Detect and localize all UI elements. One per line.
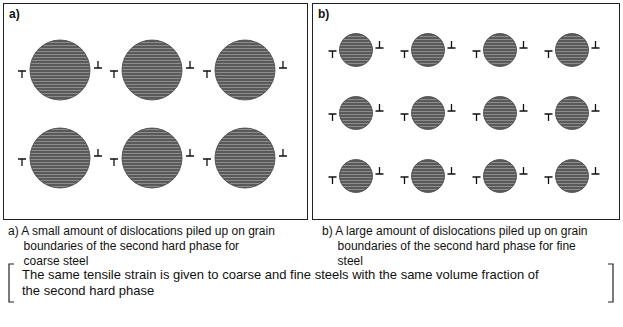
dislocation-symbol: [329, 51, 337, 58]
hard-phase-grain: [556, 34, 589, 67]
figure-panel: b): [312, 3, 620, 220]
dislocation-symbol: [329, 177, 337, 184]
dislocation-symbol: [110, 159, 118, 166]
hard-phase-grain: [215, 40, 275, 100]
hard-phase-grain: [484, 97, 517, 130]
bracket-note: The same tensile strain is given to coar…: [22, 267, 542, 299]
dislocation-symbol: [94, 149, 102, 156]
dislocation-symbol: [94, 61, 102, 68]
dislocation-symbol: [401, 177, 409, 184]
hard-phase-grain: [412, 34, 445, 67]
hard-phase-grain: [340, 97, 373, 130]
figure-panel: a): [3, 3, 308, 220]
dislocation-symbol: [520, 104, 528, 111]
hard-phase-grain: [122, 128, 182, 188]
dislocation-symbol: [545, 177, 553, 184]
dislocation-symbol: [448, 104, 456, 111]
hard-phase-grain: [412, 97, 445, 130]
dislocation-symbol: [329, 114, 337, 121]
hard-phase-grain: [340, 160, 373, 193]
hard-phase-grain: [30, 40, 90, 100]
dislocation-symbol: [592, 167, 600, 174]
dislocation-symbol: [401, 51, 409, 58]
dislocation-symbol: [110, 71, 118, 78]
hard-phase-grain: [484, 34, 517, 67]
dislocation-symbol: [18, 71, 26, 78]
hard-phase-grain: [340, 34, 373, 67]
dislocation-symbol: [279, 61, 287, 68]
dislocation-symbol: [520, 167, 528, 174]
dislocation-symbol: [473, 114, 481, 121]
hard-phase-grain: [556, 97, 589, 130]
panel-tag: a): [9, 7, 20, 21]
dislocation-symbol: [448, 167, 456, 174]
hard-phase-grain: [215, 128, 275, 188]
hard-phase-grain: [484, 160, 517, 193]
dislocation-symbol: [520, 41, 528, 48]
dislocation-symbol: [203, 159, 211, 166]
dislocation-symbol: [448, 41, 456, 48]
bracket: [608, 264, 613, 302]
dislocation-symbol: [473, 177, 481, 184]
figure-caption: b) A large amount of dislocations piled …: [322, 224, 590, 269]
panel-tag: b): [318, 7, 329, 21]
hard-phase-grain: [30, 128, 90, 188]
dislocation-symbol: [376, 41, 384, 48]
dislocation-symbol: [186, 61, 194, 68]
dislocation-symbol: [203, 71, 211, 78]
dislocation-symbol: [545, 51, 553, 58]
dislocation-symbol: [18, 159, 26, 166]
figure-caption: a) A small amount of dislocations piled …: [8, 224, 276, 269]
dislocation-symbol: [279, 149, 287, 156]
dislocation-symbol: [592, 104, 600, 111]
hard-phase-grain: [122, 40, 182, 100]
dislocation-symbol: [186, 149, 194, 156]
bracket: [9, 264, 14, 302]
hard-phase-grain: [412, 160, 445, 193]
dislocation-symbol: [376, 104, 384, 111]
dislocation-symbol: [473, 51, 481, 58]
hard-phase-grain: [556, 160, 589, 193]
dislocation-symbol: [592, 41, 600, 48]
dislocation-symbol: [376, 167, 384, 174]
dislocation-symbol: [545, 114, 553, 121]
dislocation-symbol: [401, 114, 409, 121]
